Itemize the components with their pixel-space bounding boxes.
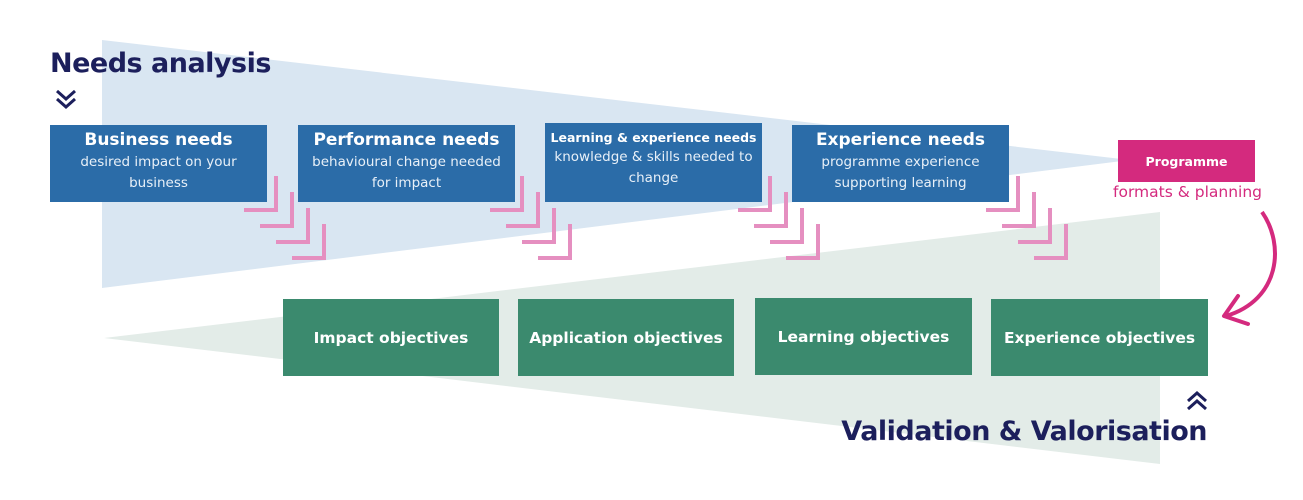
experience-needs-title: Experience needs bbox=[815, 130, 986, 150]
step-arrow-group-4 bbox=[986, 176, 1068, 260]
needs-analysis-title: Needs analysis bbox=[50, 48, 271, 79]
step-arrow bbox=[292, 224, 326, 260]
step-arrow bbox=[786, 224, 820, 260]
step-arrow-group-3 bbox=[738, 176, 820, 260]
impact-objectives-box: Impact objectives bbox=[283, 299, 499, 376]
step-arrow bbox=[506, 192, 540, 228]
experience-needs-box: Experience needs programme experience su… bbox=[792, 125, 1009, 202]
double-chevron-up-icon bbox=[1187, 390, 1207, 411]
step-arrow bbox=[260, 192, 294, 228]
step-arrow bbox=[1002, 192, 1036, 228]
application-objectives-box: Application objectives bbox=[518, 299, 734, 376]
curved-arrow bbox=[1225, 210, 1277, 318]
learning-experience-needs-subtitle: knowledge & skills needed to change bbox=[554, 149, 753, 186]
step-arrow bbox=[522, 208, 556, 244]
business-needs-title: Business needs bbox=[84, 130, 233, 150]
step-arrow bbox=[754, 192, 788, 228]
step-arrow-group-2 bbox=[490, 176, 572, 260]
step-arrow bbox=[490, 176, 524, 212]
experience-needs-subtitle: programme experience supporting learning bbox=[821, 154, 980, 191]
experience-objectives-box: Experience objectives bbox=[991, 299, 1208, 376]
double-chevron-down-icon bbox=[56, 89, 76, 110]
validation-title: Validation & Valorisation bbox=[841, 416, 1207, 447]
step-arrow bbox=[538, 224, 572, 260]
step-arrow bbox=[276, 208, 310, 244]
step-arrow bbox=[1018, 208, 1052, 244]
learning-experience-needs-box: Learning & experience needs knowledge & … bbox=[545, 123, 762, 202]
step-arrow bbox=[738, 176, 772, 212]
business-needs-subtitle: desired impact on your business bbox=[80, 154, 237, 191]
learning-experience-needs-title: Learning & experience needs bbox=[550, 130, 757, 145]
programme-subtitle: formats & planning bbox=[1113, 183, 1262, 201]
performance-needs-title: Performance needs bbox=[313, 130, 500, 150]
curved-arrow-head-icon bbox=[1222, 294, 1250, 326]
step-arrow bbox=[770, 208, 804, 244]
step-arrow bbox=[1034, 224, 1068, 260]
step-arrow bbox=[244, 176, 278, 212]
performance-needs-subtitle: behavioural change needed for impact bbox=[312, 154, 501, 191]
step-arrow bbox=[986, 176, 1020, 212]
step-arrow-group-1 bbox=[244, 176, 326, 260]
performance-needs-box: Performance needs behavioural change nee… bbox=[298, 125, 515, 202]
business-needs-box: Business needs desired impact on your bu… bbox=[50, 125, 267, 202]
learning-objectives-box: Learning objectives bbox=[755, 298, 972, 375]
programme-box: Programme bbox=[1118, 140, 1255, 182]
